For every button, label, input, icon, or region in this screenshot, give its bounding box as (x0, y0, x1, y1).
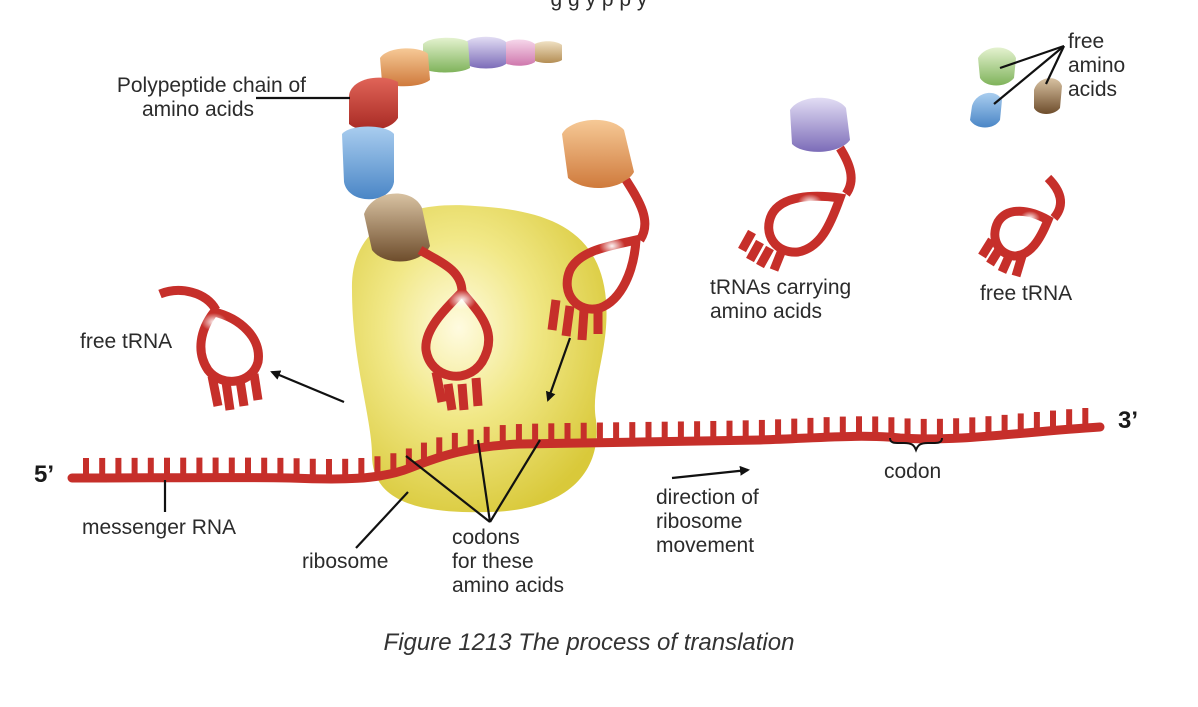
arrow-direction (671, 465, 750, 480)
arrow-trna-exit (270, 370, 345, 404)
amino-acid-orange (380, 48, 430, 87)
leader-lines (163, 44, 1065, 549)
amino-acid-orange-trna (562, 119, 634, 189)
label-polypeptide-1: Polypeptide chain of (117, 74, 306, 97)
label-messenger-rna: messenger RNA (82, 516, 236, 539)
amino-acid-tan-small (533, 41, 562, 63)
free-trna-left (158, 286, 263, 411)
polypeptide-chain (342, 36, 562, 262)
label-codons-3: amino acids (452, 574, 564, 597)
trna-entering (547, 119, 650, 341)
amino-acid-pink (503, 39, 535, 66)
label-three-prime: 3’ (1118, 407, 1138, 434)
label-codon: codon (884, 460, 941, 483)
amino-acid-blue (342, 126, 394, 200)
trna-carrying-purple (738, 97, 856, 272)
amino-acid-green (423, 37, 470, 73)
label-direction-3: movement (656, 534, 754, 557)
label-free-amino-3: acids (1068, 78, 1117, 101)
label-trnas-1: tRNAs carrying (710, 276, 851, 299)
label-free-amino-2: amino (1068, 54, 1125, 77)
label-trnas-2: amino acids (710, 300, 822, 323)
trna-in-ribosome-left (417, 246, 494, 411)
amino-acid-purple-trna (790, 97, 850, 152)
label-direction-1: direction of (656, 486, 759, 509)
label-free-trna-right: free tRNA (980, 282, 1072, 305)
label-ribosome: ribosome (302, 550, 388, 573)
label-five-prime: 5’ (34, 461, 54, 488)
free-trna-right (978, 174, 1066, 278)
top-cropped-text: g g y p p y (551, 0, 648, 11)
figure-caption: Figure 1213 The process of translation (384, 629, 795, 656)
label-free-trna-left: free tRNA (80, 330, 172, 353)
label-polypeptide-2: amino acids (142, 98, 254, 121)
label-codons-1: codons (452, 526, 520, 549)
arrow-trna-enter (545, 337, 572, 402)
free-amino-acids (970, 47, 1062, 128)
amino-acid-brown-attached (364, 193, 430, 262)
label-direction-2: ribosome (656, 510, 742, 533)
free-amino-acid-green (978, 47, 1016, 86)
mrna-bases (82, 407, 1089, 479)
amino-acid-purple (466, 36, 506, 69)
label-codons-2: for these (452, 550, 534, 573)
free-amino-acid-blue (970, 92, 1002, 128)
codon-bracket (889, 437, 943, 453)
amino-acid-red (349, 77, 398, 131)
label-free-amino-1: free (1068, 30, 1104, 53)
free-amino-acid-brown (1034, 78, 1062, 114)
